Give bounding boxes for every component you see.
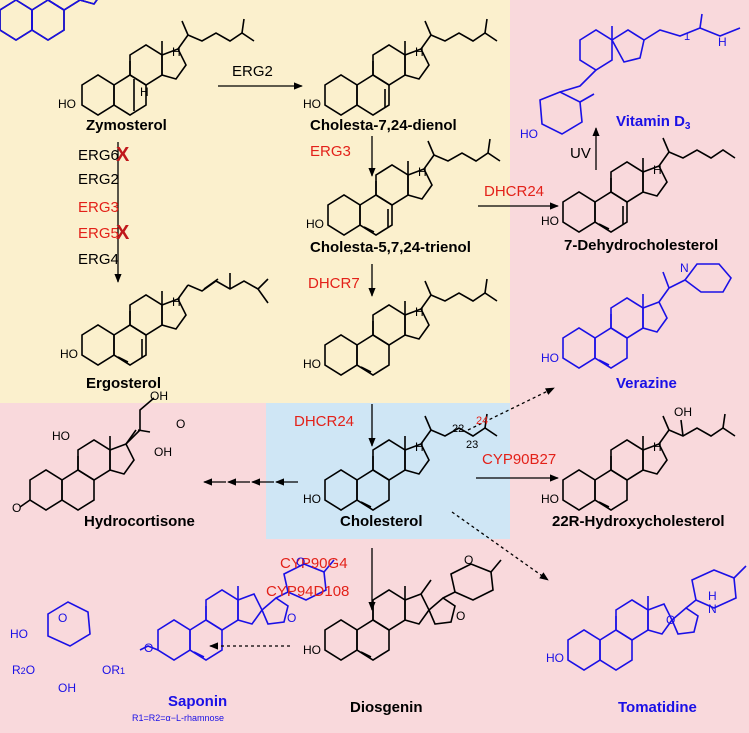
atom-r2o-saponin: R2O [12,663,36,677]
position-24: 24 [476,415,489,427]
atom-ho-vitamin: HO [520,127,538,141]
diosgenin-label: Diosgenin [350,699,423,716]
enzyme-dhcr24-top: DHCR24 [484,183,545,200]
enzyme-dhcr7: DHCR7 [308,275,360,292]
atom-o-saponin-3: O [144,641,154,655]
atom-oh-saponin: OH [58,681,76,695]
enzyme-erg6: ERG6 [78,147,119,164]
knockout-erg6-mark: X [116,144,130,166]
zymosterol-structure [81,18,255,116]
atom-o-diosgenin-2: O [464,553,474,567]
tomatidine-label: Tomatidine [618,699,697,716]
hydrocortisone-structure [19,397,155,511]
saponin-note: R1=R2=α−L-rhamnose [132,713,225,723]
enzyme-erg5: ERG5 [78,225,119,242]
hydrocortisone-label: Hydrocortisone [84,513,195,530]
ergosterol-structure [81,273,269,366]
atom-h-2: H [140,85,149,99]
enzyme-uv: UV [570,145,591,162]
vitamin-d3-label: Vitamin D3 [616,113,691,132]
atom-ho-dehydro: HO [541,214,559,228]
atom-o-tomatidine: O [666,613,676,627]
enzyme-erg2-top: ERG2 [232,63,273,80]
atom-n-verazine: N [680,261,689,275]
atom-ho-cholesterol: HO [303,492,321,506]
sterol-skeleton-template-blue [0,0,98,41]
cholesterol-region-bg [266,403,510,539]
position-23: 23 [466,439,479,451]
arrow-tomatidine [451,511,549,581]
ergosterol-label: Ergosterol [86,375,162,392]
saponin-structure [47,559,335,661]
tomatidine-structure [567,565,747,671]
atom-nh-tomatidine: H N [708,589,717,616]
vitamin-d3-structure [539,13,741,135]
hydroxycholesterol-structure [562,413,736,511]
enzyme-erg4: ERG4 [78,251,119,268]
atom-o-diosgenin-1: O [456,609,466,623]
atom-ho-hydroxychol: HO [541,492,559,506]
atom-o-saponin-1: O [287,611,297,625]
dehydrocholesterol-structure [562,137,736,233]
dehydrocholesterol-label: 7-Dehydrocholesterol [564,237,719,254]
zymosterol-label: Zymosterol [86,117,167,134]
enzyme-cyp90b27: CYP90B27 [482,451,557,468]
hydroxycholesterol-label: 22R-Hydroxycholesterol [552,513,725,530]
atom-ho-zymosterol: HO [58,97,76,111]
atom-h-7: H [415,305,424,319]
cholesterol-label: Cholesterol [340,513,423,530]
cholesta-trienol-structure [327,138,501,236]
atom-oh-hydroxychol: OH [674,405,692,419]
enzyme-erg3-left: ERG3 [78,199,119,216]
yeast-region-bg [0,0,510,403]
atom-ho-diosgenin: HO [303,643,321,657]
atom-oh-hydrocortisone: OH [150,389,168,403]
atom-ho-dienol: HO [303,97,321,111]
knockout-erg5-mark: X [116,222,130,244]
position-22: 22 [452,423,465,435]
atom-o-hc-ketone: O [176,417,186,431]
atom-h-5: H [653,163,662,177]
atom-h-1: H [172,45,181,59]
atom-h-10: H [718,35,727,49]
cholesta-dienol-label: Cholesta-7,24-dienol [310,117,457,134]
position-1: 1 [684,31,691,43]
atom-oh-hc-17: OH [154,445,172,459]
atom-ho-verazine: HO [541,351,559,365]
cholesta-dienol-structure [324,18,498,116]
atom-h-8: H [415,440,424,454]
atom-ho-ergosterol: HO [60,347,78,361]
verazine-label: Verazine [616,375,677,392]
cholesta-trienol-label: Cholesta-5,7,24-trienol [310,239,471,256]
diosgenin-structure [324,559,502,661]
atom-o-saponin-ring: O [58,611,68,625]
enzyme-erg2: ERG2 [78,171,119,188]
atom-o-hydrocortisone: O [12,501,22,515]
arrow-verazine [467,387,555,431]
atom-h-4: H [418,165,427,179]
atom-ho-trienol: HO [306,217,324,231]
atom-or1-saponin: OR1 [102,663,126,677]
atom-h-3: H [415,45,424,59]
verazine-structure [562,263,732,369]
enzyme-erg3-mid: ERG3 [310,143,351,160]
atom-h-6: H [172,295,181,309]
atom-o-saponin-2: O [296,555,306,569]
atom-h-9: H [653,440,662,454]
atom-ho-hc-11: HO [52,429,70,443]
reaction-arrows [114,82,600,650]
atom-ho-saponin: HO [10,627,28,641]
atom-ho-desmo: HO [303,357,321,371]
desmosterol-structure [324,278,498,376]
atom-ho-tomatidine: HO [546,651,564,665]
saponin-label: Saponin [168,693,228,710]
enzyme-cyp90g4: CYP90G4 [280,555,348,572]
enzyme-dhcr24-mid: DHCR24 [294,413,355,430]
enzyme-cyp94d108: CYP94D108 [266,583,350,600]
